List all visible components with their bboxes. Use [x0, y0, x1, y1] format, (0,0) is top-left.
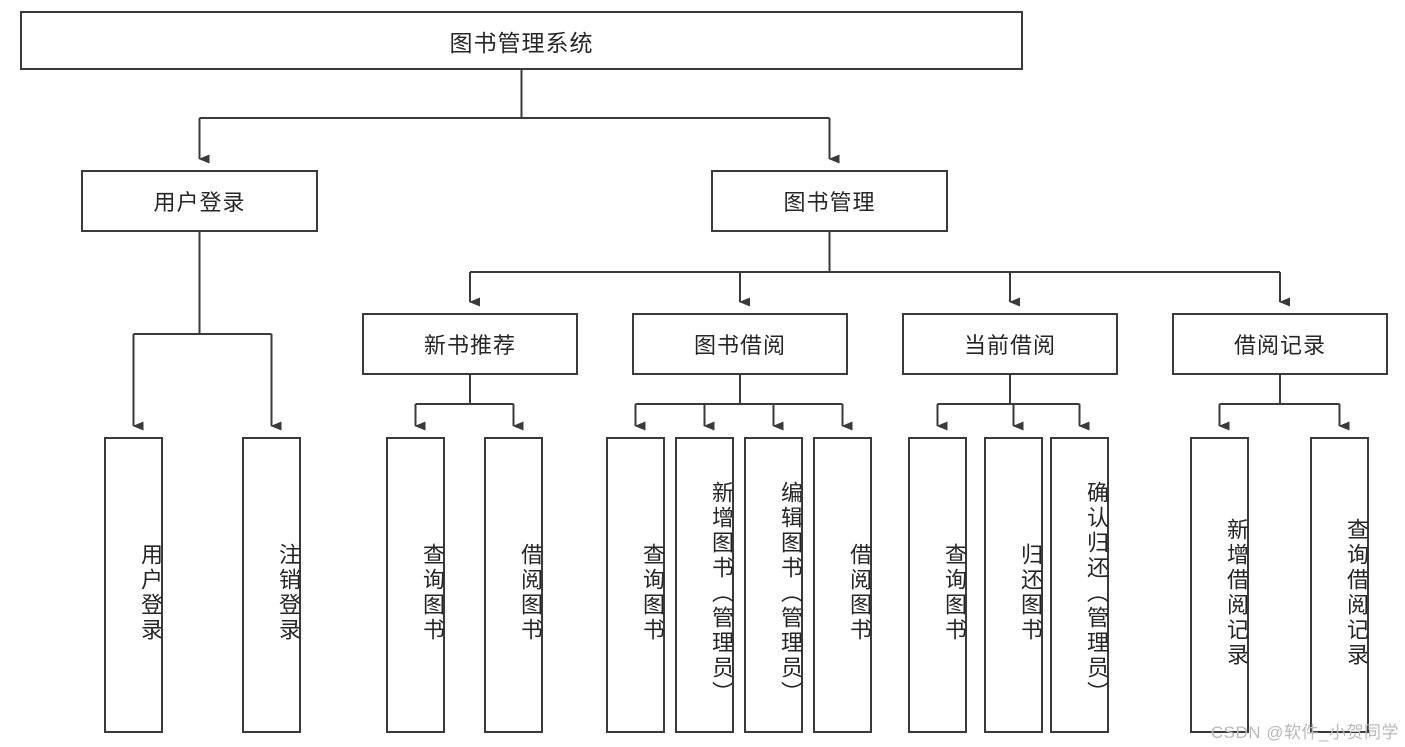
- node-l1b[interactable]: 图书管理: [711, 170, 948, 232]
- node-n10[interactable]: 归还图书: [984, 437, 1043, 733]
- node-l1a[interactable]: 用户登录: [81, 170, 318, 232]
- node-n02[interactable]: 注销登录: [242, 437, 301, 733]
- node-n11[interactable]: 确认归还（管理员）: [1050, 437, 1109, 733]
- node-n13[interactable]: 查询借阅记录: [1310, 437, 1369, 733]
- node-n12[interactable]: 新增借阅记录: [1190, 437, 1249, 733]
- node-n07[interactable]: 编辑图书（管理员）: [744, 437, 803, 733]
- node-n08[interactable]: 借阅图书: [813, 437, 872, 733]
- node-l2b[interactable]: 图书借阅: [632, 313, 848, 375]
- node-n06[interactable]: 新增图书（管理员）: [675, 437, 734, 733]
- node-l2d[interactable]: 借阅记录: [1172, 313, 1388, 375]
- node-l2a[interactable]: 新书推荐: [362, 313, 578, 375]
- node-n04[interactable]: 借阅图书: [484, 437, 543, 733]
- node-n09[interactable]: 查询图书: [908, 437, 967, 733]
- node-l2c[interactable]: 当前借阅: [902, 313, 1118, 375]
- node-n03[interactable]: 查询图书: [386, 437, 445, 733]
- node-n05[interactable]: 查询图书: [606, 437, 665, 733]
- node-root[interactable]: 图书管理系统: [20, 11, 1023, 70]
- node-n01[interactable]: 用户登录: [104, 437, 163, 733]
